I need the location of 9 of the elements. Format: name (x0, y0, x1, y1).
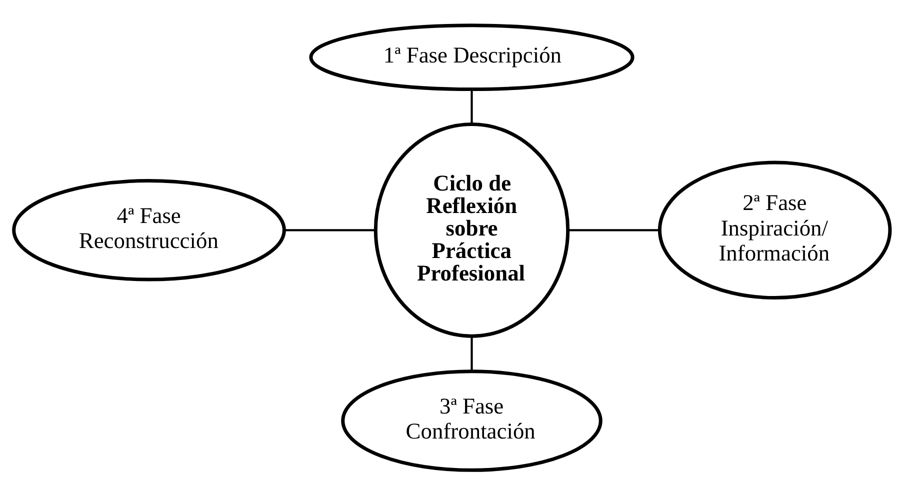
connector (470, 336, 473, 370)
connector (470, 88, 473, 124)
node-ellipse: 2ª Fase Inspiración/ Información (658, 160, 892, 299)
connector (284, 228, 376, 231)
node-ellipse: 1ª Fase Descripción (309, 23, 634, 91)
node-circle: Ciclo de Reflexión sobre Práctica Profesional (374, 122, 570, 338)
node-ellipse: 3ª Fase Confrontación (341, 369, 602, 472)
connector (568, 228, 660, 231)
node-ellipse: 4ª Fase Reconstrucción (12, 178, 286, 281)
